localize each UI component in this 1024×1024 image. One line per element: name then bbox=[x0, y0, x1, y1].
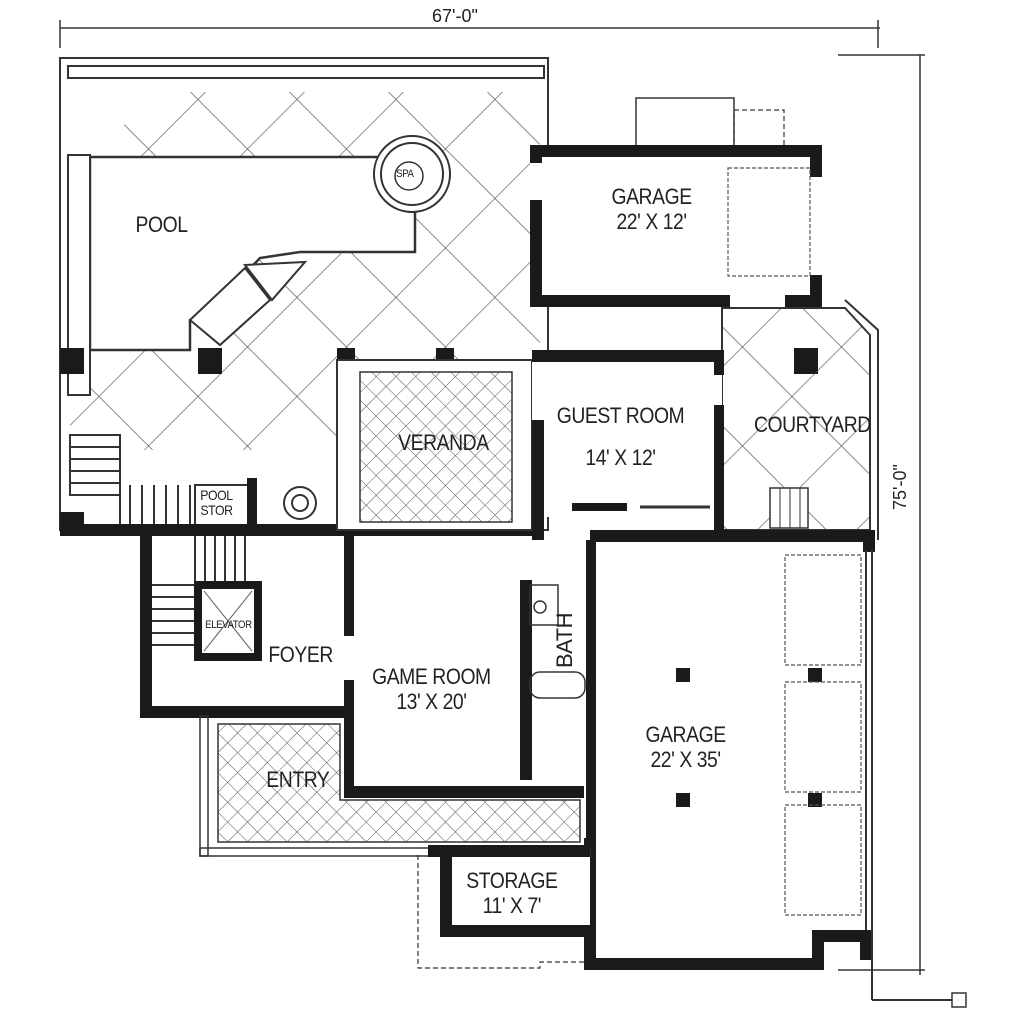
depth-dimension-line bbox=[838, 54, 925, 975]
bath-fixtures bbox=[529, 584, 586, 699]
room-name: COURTYARD bbox=[753, 412, 871, 437]
width-dimension-label: 67'-0" bbox=[432, 6, 478, 26]
room-name: GUEST ROOM bbox=[556, 403, 685, 428]
room-size: 22' X 12' bbox=[616, 209, 687, 235]
garage-small-walls bbox=[530, 97, 822, 307]
room-name: GARAGE bbox=[645, 722, 726, 747]
room-name-2: STOR bbox=[200, 502, 233, 519]
room-label-courtyard: COURTYARD bbox=[754, 412, 871, 437]
room-name: SPA bbox=[396, 168, 414, 180]
width-dimension-line bbox=[59, 20, 880, 48]
room-name: VERANDA bbox=[398, 430, 489, 455]
pool-steps bbox=[188, 260, 308, 347]
room-name: GARAGE bbox=[611, 184, 692, 209]
entry-area bbox=[217, 723, 581, 843]
guest-room-walls bbox=[532, 350, 724, 540]
elevator-shaft bbox=[194, 581, 262, 661]
exterior-stairs bbox=[69, 434, 191, 528]
room-label-entry: ENTRY bbox=[266, 767, 330, 792]
room-label-foyer: FOYER bbox=[268, 642, 333, 667]
room-name: BATH bbox=[552, 612, 577, 668]
storage-walls bbox=[428, 845, 590, 937]
room-name: POOL bbox=[135, 212, 188, 237]
room-size: 13' X 20' bbox=[396, 689, 467, 715]
room-size: 11' X 7' bbox=[482, 893, 542, 919]
room-name: POOL bbox=[200, 487, 233, 503]
veranda-tile bbox=[359, 371, 513, 523]
room-name: ENTRY bbox=[266, 767, 330, 792]
spa bbox=[373, 135, 451, 213]
depth-dimension-label: 75'-0" bbox=[890, 464, 910, 510]
room-size: 22' X 35' bbox=[650, 747, 721, 773]
room-label-bath: BATH bbox=[552, 613, 577, 668]
room-name: GAME ROOM bbox=[372, 664, 491, 689]
room-size: 14' X 12' bbox=[585, 444, 656, 470]
room-label-pool: POOL bbox=[136, 212, 188, 237]
room-name: ELEVATOR bbox=[205, 619, 252, 631]
room-name: FOYER bbox=[268, 642, 333, 667]
room-label-elevator: ELEVATOR bbox=[205, 619, 252, 632]
room-label-veranda: VERANDA bbox=[398, 430, 489, 455]
room-label-guest-room: GUEST ROOM 14' X 12' bbox=[557, 395, 685, 479]
room-name: STORAGE bbox=[466, 868, 558, 893]
garage-large-doors bbox=[784, 554, 862, 916]
room-label-spa: SPA bbox=[396, 168, 414, 181]
